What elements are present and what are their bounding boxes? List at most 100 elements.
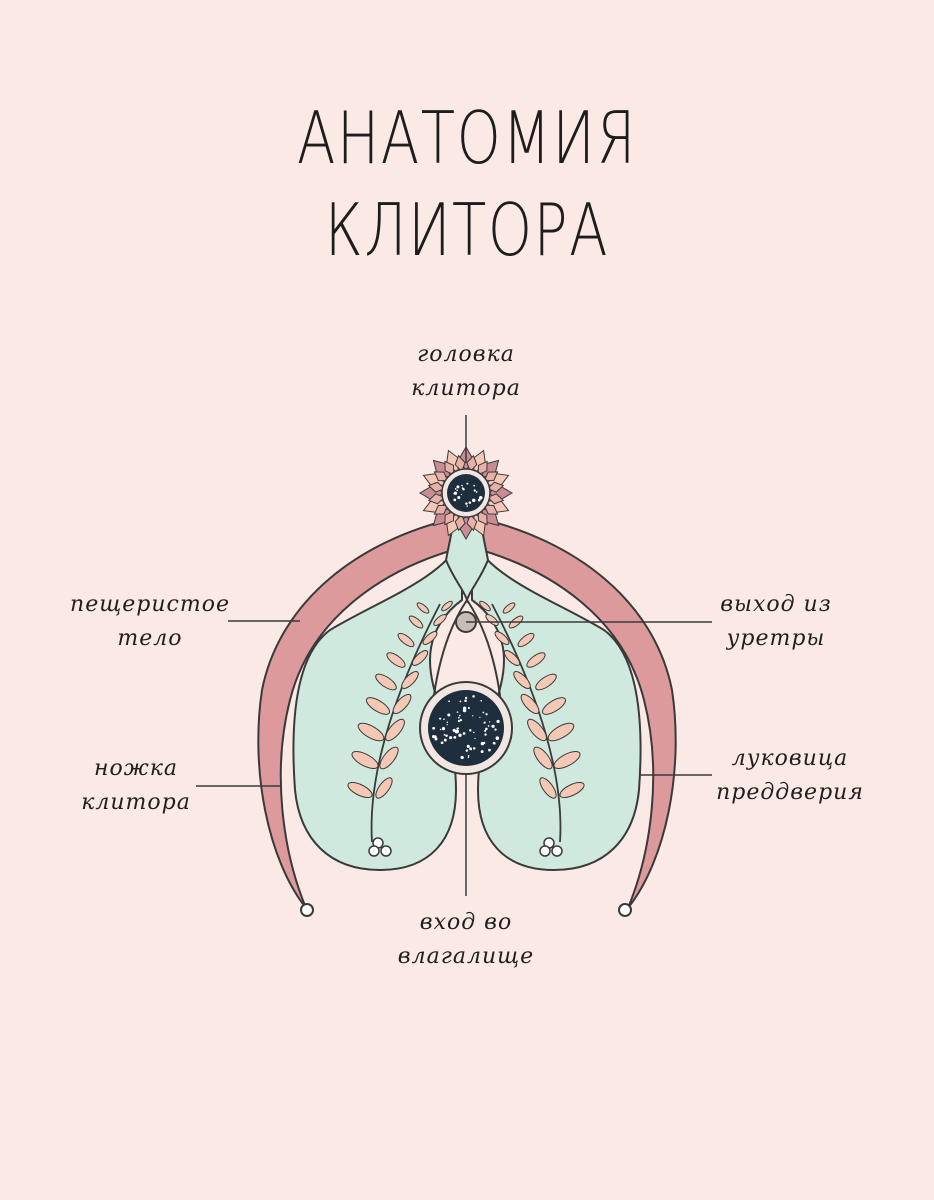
- glans-petal-inner: [466, 454, 478, 473]
- star-dot: [456, 489, 458, 492]
- leaf: [385, 718, 405, 742]
- star-dot: [459, 700, 462, 703]
- star-dot: [467, 707, 470, 710]
- star-dot: [454, 488, 457, 490]
- star-dot: [439, 728, 442, 731]
- leaf: [347, 782, 373, 798]
- star-dot: [465, 749, 469, 752]
- label-bulb-line-1: луковица: [731, 746, 849, 771]
- star-dot: [471, 498, 476, 503]
- star-dot: [432, 726, 436, 730]
- leaf: [535, 673, 557, 691]
- star-dot: [453, 735, 457, 739]
- star-dot: [446, 724, 448, 726]
- glans-petal-inner: [433, 504, 449, 515]
- star-dot: [434, 737, 438, 741]
- glans-petal-inner: [454, 454, 466, 473]
- label-urethra-line-1: выход из: [720, 592, 832, 617]
- star-dot: [462, 732, 466, 735]
- star-dot: [458, 714, 461, 717]
- star-dot: [484, 733, 487, 736]
- leaf: [401, 671, 419, 689]
- leaf: [375, 777, 393, 799]
- crus-end-left: [300, 903, 314, 917]
- star-dot: [452, 728, 456, 732]
- leaf: [416, 602, 430, 614]
- label-vagina-line-2: влагалище: [397, 944, 535, 969]
- berries-left: [368, 837, 392, 857]
- glans-petal-inner: [483, 471, 499, 482]
- star-dot: [472, 747, 476, 750]
- leaf: [386, 652, 406, 668]
- leaf: [517, 632, 535, 648]
- star-dot: [457, 719, 460, 723]
- star-dot: [485, 727, 488, 731]
- star-dot: [492, 725, 495, 728]
- leaf: [479, 600, 491, 612]
- label-cavernous-body: пещеристое тело: [70, 588, 230, 656]
- glans-flower: [419, 446, 513, 540]
- star-dot: [461, 484, 463, 487]
- glans-petal-inner: [477, 460, 488, 476]
- star-dot: [443, 718, 445, 721]
- label-urethra: выход из уретры: [706, 588, 846, 656]
- star-dot: [439, 717, 442, 720]
- label-glans: головка клитора: [396, 338, 536, 406]
- leaf: [375, 673, 397, 691]
- page-title: АНАТОМИЯ КЛИТОРА: [103, 92, 832, 276]
- label-bulb-line-2: преддверия: [716, 780, 864, 805]
- star-dot: [483, 721, 486, 724]
- label-urethra-line-2: уретры: [726, 626, 826, 651]
- leaf: [553, 751, 581, 769]
- label-crus-line-2: клитора: [81, 790, 191, 815]
- label-vagina-line-1: вход во: [419, 910, 513, 935]
- star-dot: [484, 729, 487, 732]
- glans-petal-inner: [486, 493, 505, 505]
- title-line-2: КЛИТОРА: [324, 188, 610, 272]
- star-dot: [472, 695, 475, 698]
- glans-petal-inner: [444, 460, 455, 476]
- leaf: [559, 782, 585, 798]
- glans-petal-inner: [483, 504, 499, 515]
- star-dot: [449, 736, 453, 740]
- star-dot: [473, 489, 476, 492]
- star-dot: [466, 505, 469, 507]
- star-dot: [472, 731, 475, 734]
- star-dot: [456, 711, 459, 713]
- title-line-1: АНАТОМИЯ: [297, 96, 637, 180]
- leaf: [502, 602, 516, 614]
- star-dot: [480, 699, 482, 702]
- leaf: [547, 722, 575, 742]
- star-dot: [461, 487, 464, 490]
- leaf: [541, 697, 567, 715]
- star-dot: [478, 499, 481, 502]
- star-dot: [488, 748, 491, 752]
- label-glans-line-2: клитора: [411, 376, 521, 401]
- star-dot: [460, 493, 463, 496]
- star-dot: [469, 747, 473, 751]
- leaf: [527, 718, 547, 742]
- star-dot: [474, 737, 476, 740]
- star-dot: [469, 729, 472, 732]
- star-dot: [453, 491, 458, 495]
- glans-petal-inner: [454, 513, 466, 532]
- leaf: [365, 697, 391, 715]
- glans-petal-inner: [444, 510, 455, 526]
- star-dot: [447, 713, 451, 717]
- star-dot: [457, 495, 461, 500]
- star-dot: [480, 750, 484, 754]
- leaf: [539, 777, 557, 799]
- leaf: [379, 746, 399, 770]
- star-dot: [458, 733, 462, 737]
- leaf-branch-right: [479, 600, 585, 843]
- star-dot: [488, 721, 491, 723]
- star-dot: [456, 727, 459, 730]
- star-dot: [448, 700, 450, 703]
- leaf: [526, 652, 546, 668]
- leaf: [397, 632, 415, 648]
- berries-right: [539, 837, 563, 857]
- star-dot: [453, 498, 457, 502]
- star-dot: [473, 484, 476, 487]
- label-body-line-2: тело: [117, 626, 183, 651]
- star-dot: [467, 756, 470, 758]
